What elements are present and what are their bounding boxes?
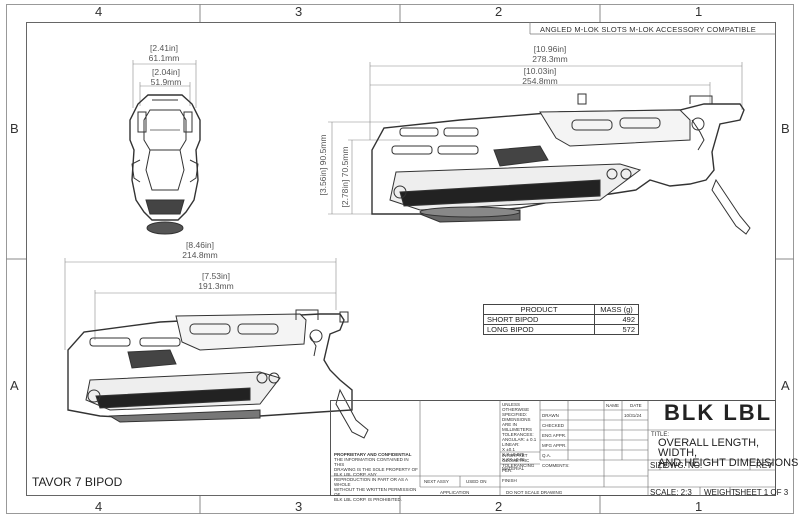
zone-bottom-2: 2 [495,499,503,514]
interp-note: INTERPRET GEOMETRIC TOLERANCING PER: [502,453,535,473]
dim-side-mid: [10.03in] 254.8mm [510,66,570,86]
zone-bottom-3: 3 [295,499,303,514]
application-label: APPLICATION [440,490,470,495]
dim-side-long-mm: 278.3mm [532,54,568,64]
weight-label: WEIGHT: [704,488,738,497]
dim-front-width-outer-mm: 61.1mm [148,53,180,63]
dwg-no-label: DWG. NO. [664,461,703,470]
tol-line: TOLERANCES: [502,432,534,437]
dim-short-mid: [7.53in] 191.3mm [186,271,246,291]
part-label: TAVOR 7 BIPOD [32,475,123,489]
company-logo: BLK LBL [664,400,773,425]
checked-label: CHECKED [542,423,565,428]
title-label: TITLE: [651,432,670,438]
zone-top-4: 4 [95,4,103,19]
tol-line: DIMENSIONS ARE IN MILLIMETERS [502,417,533,432]
tolerance-notes: UNLESS OTHERWISE SPECIFIED: DIMENSIONS A… [502,402,540,462]
dim-side-mid-in: [10.03in] [523,66,557,76]
side-view-long [328,62,751,235]
dim-front-width-inner: [2.04in] 51.9mm [140,67,192,87]
comments-label: COMMENTS: [542,463,570,468]
rev-label: REV [756,461,773,470]
prop-line: BLK LBL CORP. ANY [334,472,377,477]
zone-left-b: B [10,121,19,136]
eng-appr-label: ENG APPR. [542,433,567,438]
tol-line: X ±0.1 [502,447,515,452]
prop-title: PROPRIETARY AND CONFIDENTIAL [334,452,412,457]
size-label: SIZE [650,461,668,470]
dim-side-long: [10.96in] 278.3mm [520,44,580,64]
prop-line: WITHOUT THE WRITTEN PERMISSION OF [334,487,417,497]
no-scale-note: DO NOT SCALE DRAWING [506,490,563,495]
zone-left-a: A [10,378,19,393]
finish-label: FINISH [502,478,517,483]
material-label: MATERIAL [502,466,525,471]
drawn-label: DRAWN [542,413,559,418]
name-label: NAME [606,403,620,408]
tol-line: UNLESS OTHERWISE SPECIFIED: [502,402,530,417]
front-view [129,60,201,235]
mass-row-value: 572 [594,324,639,335]
mfg-appr-label: MFG APPR. [542,443,567,448]
tol-line: X.XX ±0.05 [502,457,525,462]
prop-line: BLK LBL CORP. IS PROHIBITED. [334,497,403,502]
drawn-date: 10/31/24 [624,413,642,418]
zone-top-2: 2 [495,4,503,19]
qa-label: Q.A. [542,453,552,458]
header-note: ANGLED M-LOK SLOTS M-LOK ACCESSORY COMPA… [540,25,756,34]
table-row: LONG BIPOD 572 [483,324,639,335]
drawing-title-line: OVERALL LENGTH, WIDTH, [658,437,760,459]
zone-top-3: 3 [295,4,303,19]
zone-bottom-1: 1 [695,499,703,514]
zone-bottom-4: 4 [95,499,103,514]
tol-line: LINEAR: [502,442,520,447]
dim-front-width-outer-in: [2.41in] [150,43,178,53]
title-block [330,400,776,496]
proprietary-note: PROPRIETARY AND CONFIDENTIAL THE INFORMA… [334,452,418,502]
zone-top-1: 1 [695,4,703,19]
side-view-short [64,258,369,439]
dim-side-mid-mm: 254.8mm [522,76,558,86]
drawing-title: OVERALL LENGTH, WIDTH, AND HEIGHT DIMENS… [658,437,800,469]
sheet-label: SHEET 1 OF 3 [735,488,789,497]
next-assy-label: NEXT ASSY [424,479,449,484]
dim-side-long-in: [10.96in] [533,44,567,54]
zone-right-a: A [781,378,790,393]
used-on-label: USED ON [466,479,487,484]
date-label: DATE [630,403,642,408]
tol-line: X.X ±0.075 [502,452,525,457]
dim-short-mid-in: [7.53in] [202,271,230,281]
dim-front-width-inner-mm: 51.9mm [150,77,182,87]
dim-front-width-outer: [2.41in] 61.1mm [138,43,190,63]
tol-line: ANGULAR: ± 0.1 [502,437,537,442]
prop-line: DRAWING IS THE SOLE PROPERTY OF [334,467,418,472]
scale-label: SCALE: 2:3 [650,488,692,497]
dim-front-width-inner-in: [2.04in] [152,67,180,77]
dim-short-mid-mm: 191.3mm [198,281,234,291]
dim-short-long-mm: 214.8mm [182,250,218,260]
prop-line: THE INFORMATION CONTAINED IN THIS [334,457,409,467]
drawing-title-line: AND HEIGHT DIMENSIONS [658,457,799,469]
mass-table: PRODUCT MASS (g) SHORT BIPOD 492 LONG BI… [483,304,639,335]
dim-short-long-in: [8.46in] [186,240,214,250]
dim-short-long: [8.46in] 214.8mm [170,240,230,260]
zone-right-b: B [781,121,790,136]
prop-line: REPRODUCTION IN PART OR AS A WHOLE [334,477,408,487]
